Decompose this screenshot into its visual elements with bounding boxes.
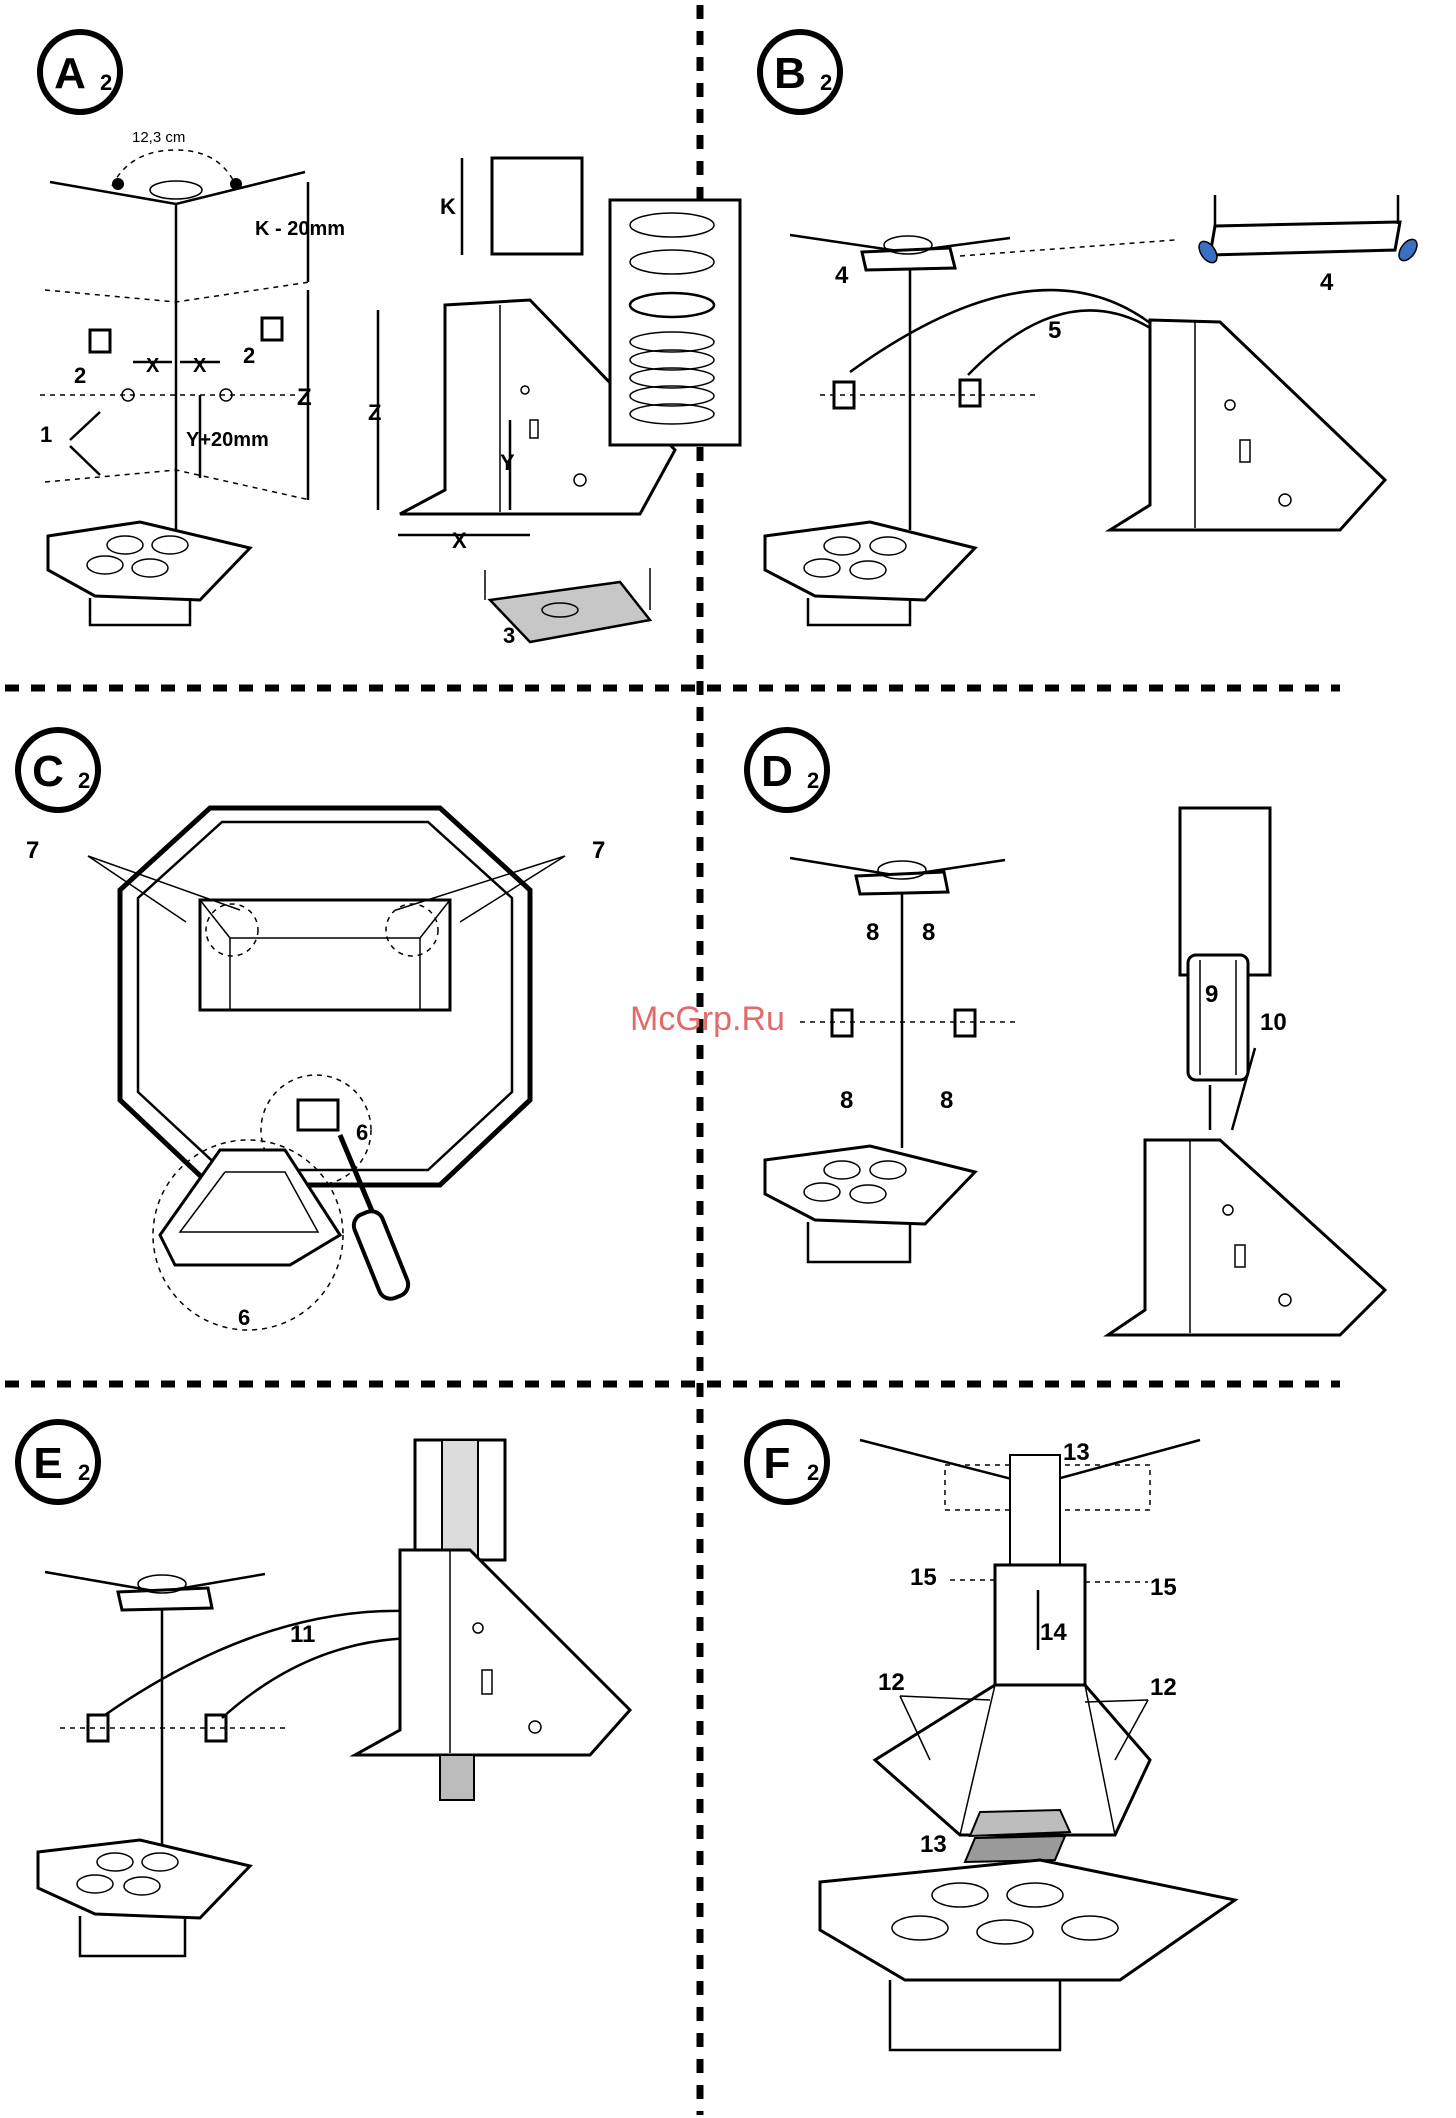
svg-text:B: B [774, 49, 806, 98]
panel-e-badge: E 2 [18, 1422, 98, 1502]
svg-text:K - 20mm: K - 20mm [255, 218, 345, 240]
svg-text:Z: Z [297, 384, 312, 411]
svg-text:12: 12 [1150, 1674, 1177, 1701]
svg-text:8: 8 [922, 919, 935, 946]
panel-d: D 2 8 8 8 8 9 10 [747, 730, 1385, 1335]
svg-text:9: 9 [1205, 981, 1218, 1008]
svg-text:14: 14 [1040, 1619, 1067, 1646]
svg-text:13: 13 [1063, 1439, 1090, 1466]
panel-d-badge: D 2 [747, 730, 827, 810]
svg-text:6: 6 [356, 1120, 368, 1145]
svg-text:Y: Y [500, 450, 515, 475]
svg-text:X: X [193, 355, 207, 377]
panel-f: F 2 13 14 15 15 12 12 13 [747, 1422, 1235, 2050]
svg-text:2: 2 [243, 343, 255, 368]
svg-text:15: 15 [910, 1564, 937, 1591]
svg-text:8: 8 [840, 1087, 853, 1114]
svg-text:4: 4 [835, 262, 849, 289]
svg-text:7: 7 [592, 837, 605, 864]
svg-text:12: 12 [878, 1669, 905, 1696]
svg-text:F: F [764, 1439, 791, 1488]
svg-text:2: 2 [100, 70, 112, 95]
svg-text:2: 2 [820, 70, 832, 95]
svg-text:4: 4 [1320, 269, 1334, 296]
svg-text:2: 2 [807, 768, 819, 793]
panel-b-badge: B 2 [760, 32, 840, 112]
panel-e: E 2 11 [18, 1422, 630, 1956]
bracket-icon-left [90, 330, 110, 352]
bracket-icon-right [262, 318, 282, 340]
svg-text:8: 8 [940, 1087, 953, 1114]
svg-text:D: D [761, 747, 793, 796]
panel-a: A 2 12,3 cm K - 20mm Z 2 2 X X Y+20mm 1 [40, 32, 740, 648]
svg-text:2: 2 [807, 1460, 819, 1485]
svg-text:7: 7 [26, 837, 39, 864]
svg-text:11: 11 [290, 1621, 315, 1648]
svg-text:E: E [33, 1439, 62, 1488]
panel-c-badge: C 2 [18, 730, 98, 810]
svg-text:2: 2 [78, 768, 90, 793]
panel-f-badge: F 2 [747, 1422, 827, 1502]
watermark: McGrp.Ru [630, 1000, 785, 1038]
svg-text:X: X [452, 528, 467, 553]
svg-text:X: X [146, 355, 160, 377]
svg-text:13: 13 [920, 1831, 947, 1858]
panel-a-badge: A 2 [40, 32, 120, 112]
svg-text:K: K [440, 194, 456, 219]
svg-text:2: 2 [74, 363, 86, 388]
svg-text:Y+20mm: Y+20mm [186, 429, 269, 451]
panel-b: B 2 4 4 5 [760, 32, 1421, 625]
svg-text:8: 8 [866, 919, 879, 946]
svg-text:A: A [54, 49, 86, 98]
svg-text:6: 6 [238, 1305, 250, 1330]
svg-text:10: 10 [1260, 1009, 1287, 1036]
svg-text:C: C [32, 747, 64, 796]
panel-c: C 2 7 7 6 6 [18, 730, 605, 1330]
svg-text:1: 1 [40, 422, 52, 447]
svg-text:2: 2 [78, 1460, 90, 1485]
svg-text:12,3 cm: 12,3 cm [132, 129, 185, 146]
svg-text:5: 5 [1048, 317, 1061, 344]
svg-text:Z: Z [368, 400, 381, 425]
svg-text:15: 15 [1150, 1574, 1177, 1601]
svg-text:3: 3 [503, 623, 515, 648]
